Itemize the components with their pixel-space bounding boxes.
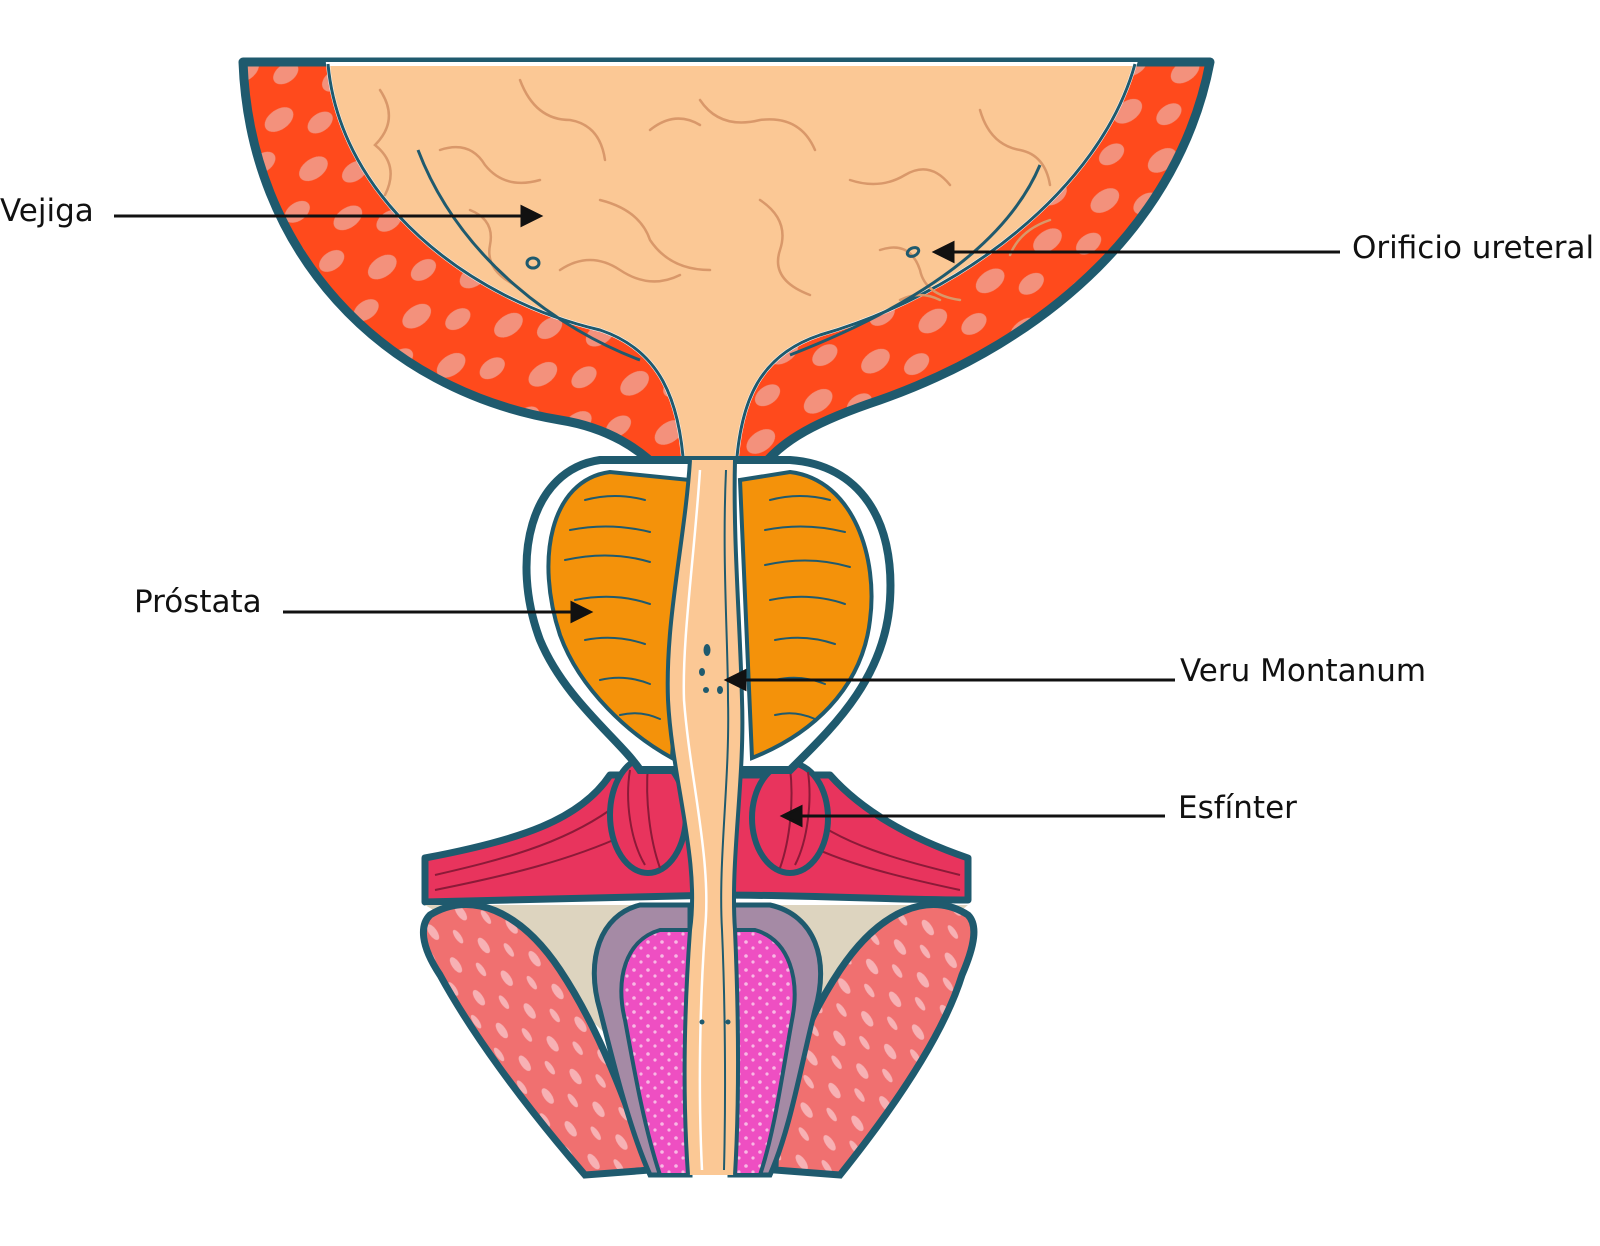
left-ureteral-orifice — [525, 256, 541, 270]
bladder-vessels — [373, 78, 1052, 302]
leader-lines — [114, 204, 1340, 828]
label-veru-montanum: Veru Montanum — [1180, 653, 1427, 689]
label-prostata: Próstata — [134, 584, 262, 620]
prostate-left-lobe — [546, 469, 693, 762]
urethral-bulb — [591, 902, 824, 1178]
prostate-right-lobe — [737, 469, 874, 761]
urethra — [665, 459, 745, 1176]
right-ureteral-orifice — [905, 246, 921, 258]
sphincter — [607, 754, 831, 876]
veru-montanum-openings — [699, 644, 731, 1025]
bulb-left — [619, 928, 692, 1177]
label-esfinter: Esfínter — [1178, 790, 1297, 826]
label-vejiga: Vejiga — [0, 193, 94, 229]
bulb-right — [728, 928, 797, 1177]
bladder — [238, 57, 1215, 475]
label-orificio-ureteral: Orificio ureteral — [1352, 230, 1595, 266]
